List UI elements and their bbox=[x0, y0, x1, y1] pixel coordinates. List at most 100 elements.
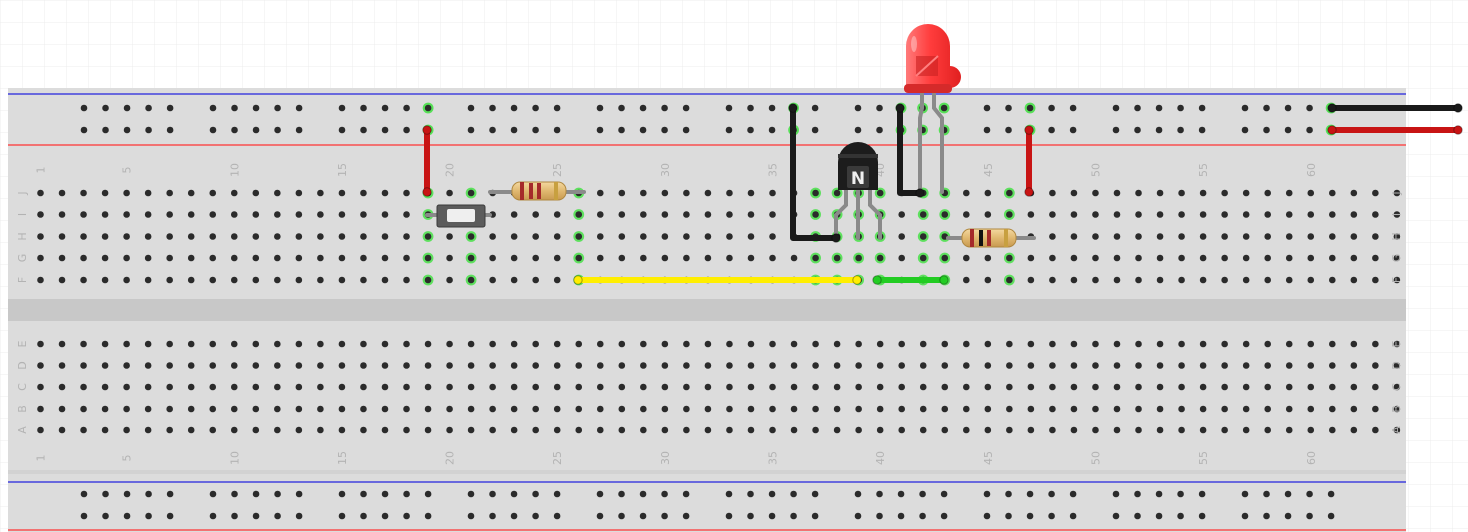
rail-hole[interactable] bbox=[102, 490, 109, 498]
breadboard-hole[interactable] bbox=[984, 426, 992, 434]
rail-hole[interactable] bbox=[274, 126, 281, 134]
breadboard-hole[interactable] bbox=[833, 254, 841, 262]
breadboard-hole[interactable] bbox=[230, 362, 238, 369]
rail-hole[interactable] bbox=[639, 126, 647, 134]
breadboard-hole[interactable] bbox=[640, 211, 647, 218]
rail-hole[interactable] bbox=[403, 512, 410, 520]
breadboard-hole[interactable] bbox=[274, 276, 281, 284]
breadboard-hole[interactable] bbox=[1221, 362, 1228, 369]
breadboard-hole[interactable] bbox=[1156, 211, 1164, 218]
breadboard-hole[interactable] bbox=[1156, 233, 1164, 240]
breadboard-hole[interactable] bbox=[919, 426, 927, 434]
breadboard-hole[interactable] bbox=[1372, 362, 1379, 369]
breadboard-hole[interactable] bbox=[898, 211, 905, 218]
breadboard-hole[interactable] bbox=[101, 189, 109, 197]
rail-hole[interactable] bbox=[639, 512, 647, 520]
breadboard-hole[interactable] bbox=[187, 189, 195, 197]
breadboard-hole[interactable] bbox=[338, 211, 346, 218]
rail-hole[interactable] bbox=[209, 126, 217, 134]
rail-hole[interactable] bbox=[553, 512, 561, 520]
breadboard-hole[interactable] bbox=[962, 426, 970, 434]
breadboard-hole[interactable] bbox=[37, 340, 44, 348]
rail-hole[interactable] bbox=[553, 104, 561, 112]
rail-hole[interactable] bbox=[1155, 104, 1163, 112]
breadboard-hole[interactable] bbox=[144, 383, 152, 391]
breadboard-hole[interactable] bbox=[683, 405, 690, 413]
breadboard-hole[interactable] bbox=[403, 426, 410, 434]
breadboard-hole[interactable] bbox=[898, 254, 905, 262]
breadboard-hole[interactable] bbox=[166, 426, 173, 434]
breadboard-hole[interactable] bbox=[1242, 233, 1250, 240]
breadboard-hole[interactable] bbox=[467, 405, 475, 413]
breadboard-hole[interactable] bbox=[962, 362, 970, 369]
breadboard-hole[interactable] bbox=[1372, 189, 1379, 197]
breadboard-hole[interactable] bbox=[381, 233, 389, 240]
rail-hole[interactable] bbox=[768, 490, 776, 498]
breadboard-hole[interactable] bbox=[726, 405, 733, 413]
rail-hole[interactable] bbox=[1134, 512, 1141, 520]
breadboard-hole[interactable] bbox=[252, 362, 260, 369]
breadboard-hole[interactable] bbox=[187, 254, 195, 262]
breadboard-hole[interactable] bbox=[274, 340, 281, 348]
breadboard-hole[interactable] bbox=[1285, 340, 1293, 348]
rail-hole[interactable] bbox=[295, 490, 303, 498]
breadboard-hole[interactable] bbox=[1307, 276, 1315, 284]
breadboard-hole[interactable] bbox=[790, 340, 798, 348]
breadboard-hole[interactable] bbox=[80, 426, 87, 434]
breadboard-hole[interactable] bbox=[1027, 405, 1035, 413]
wire-endpoint[interactable] bbox=[1024, 125, 1034, 135]
rail-hole[interactable] bbox=[854, 512, 862, 520]
breadboard-hole[interactable] bbox=[1092, 189, 1099, 197]
rail-hole[interactable] bbox=[274, 512, 281, 520]
breadboard-hole[interactable] bbox=[1350, 405, 1358, 413]
rail-hole[interactable] bbox=[123, 512, 131, 520]
breadboard-hole[interactable] bbox=[1199, 254, 1207, 262]
breadboard-hole[interactable] bbox=[769, 383, 776, 391]
rail-hole[interactable] bbox=[1005, 104, 1012, 112]
resistor-2[interactable] bbox=[946, 228, 1036, 248]
breadboard-hole[interactable] bbox=[1285, 189, 1293, 197]
breadboard-hole[interactable] bbox=[360, 426, 367, 434]
breadboard-hole[interactable] bbox=[101, 276, 109, 284]
breadboard-hole[interactable] bbox=[510, 340, 518, 348]
breadboard-hole[interactable] bbox=[1049, 426, 1056, 434]
rail-hole[interactable] bbox=[618, 490, 625, 498]
breadboard-hole[interactable] bbox=[403, 405, 410, 413]
breadboard-hole[interactable] bbox=[661, 189, 669, 197]
wire-endpoint[interactable] bbox=[422, 187, 432, 197]
breadboard-hole[interactable] bbox=[166, 362, 173, 369]
breadboard-hole[interactable] bbox=[812, 383, 819, 391]
breadboard-hole[interactable] bbox=[381, 276, 389, 284]
rail-hole[interactable] bbox=[1155, 512, 1163, 520]
wire-endpoint[interactable] bbox=[915, 188, 925, 198]
breadboard-hole[interactable] bbox=[553, 233, 561, 240]
breadboard-hole[interactable] bbox=[683, 211, 690, 218]
black-wire-right[interactable] bbox=[897, 105, 923, 196]
rail-hole[interactable] bbox=[682, 104, 690, 112]
rail-hole[interactable] bbox=[682, 512, 690, 520]
breadboard-hole[interactable] bbox=[661, 362, 669, 369]
breadboard-hole[interactable] bbox=[1135, 254, 1142, 262]
breadboard-hole[interactable] bbox=[274, 405, 281, 413]
rail-hole[interactable] bbox=[596, 512, 604, 520]
rail-hole[interactable] bbox=[618, 512, 625, 520]
rail-hole[interactable] bbox=[80, 490, 88, 498]
breadboard-hole[interactable] bbox=[553, 340, 561, 348]
breadboard-hole[interactable] bbox=[661, 405, 669, 413]
breadboard-hole[interactable] bbox=[58, 383, 66, 391]
breadboard-hole[interactable] bbox=[338, 340, 346, 348]
breadboard-hole[interactable] bbox=[338, 189, 346, 197]
breadboard-hole[interactable] bbox=[1113, 426, 1121, 434]
rail-hole[interactable] bbox=[854, 126, 862, 134]
breadboard-hole[interactable] bbox=[1393, 426, 1401, 434]
breadboard-hole[interactable] bbox=[230, 233, 238, 240]
breadboard-hole[interactable] bbox=[209, 405, 217, 413]
breadboard-hole[interactable] bbox=[489, 340, 496, 348]
rail-hole[interactable] bbox=[1241, 126, 1249, 134]
breadboard-hole[interactable] bbox=[1178, 233, 1185, 240]
breadboard-hole[interactable] bbox=[489, 383, 496, 391]
rail-hole[interactable] bbox=[209, 512, 217, 520]
breadboard-hole[interactable] bbox=[532, 383, 539, 391]
breadboard-hole[interactable] bbox=[747, 233, 755, 240]
breadboard-hole[interactable] bbox=[317, 405, 324, 413]
